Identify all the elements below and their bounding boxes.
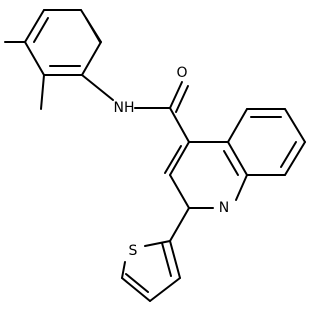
bond xyxy=(227,141,248,176)
thiophene-sulfur-label: S xyxy=(129,243,138,259)
quinoline-ring xyxy=(164,108,306,209)
bond xyxy=(85,17,101,43)
methyl-bond xyxy=(40,74,45,110)
bond xyxy=(81,74,114,101)
bond xyxy=(235,174,248,201)
bond xyxy=(121,261,126,279)
bond xyxy=(121,277,151,302)
thiophene-ring xyxy=(121,207,190,302)
bond xyxy=(284,108,306,143)
bond xyxy=(24,41,45,76)
structure-drawing: NH O N S xyxy=(4,9,306,302)
bond xyxy=(169,107,190,143)
bond xyxy=(280,141,297,168)
bond xyxy=(169,81,183,109)
bond xyxy=(169,240,181,279)
atom-labels: NH O N S xyxy=(114,65,230,259)
bond xyxy=(33,17,49,43)
bond xyxy=(169,174,190,209)
bond xyxy=(161,242,172,277)
bond xyxy=(169,207,190,242)
bond xyxy=(149,277,181,302)
bond xyxy=(169,141,190,176)
amide-nitrogen-label: NH xyxy=(114,100,135,116)
amide-linkage xyxy=(81,74,190,143)
carbonyl-oxygen-label: O xyxy=(176,65,187,81)
bond xyxy=(144,240,171,247)
bond xyxy=(223,150,239,176)
bond xyxy=(24,9,45,43)
bond xyxy=(175,85,189,113)
bond xyxy=(125,273,149,293)
bond xyxy=(227,108,248,143)
bond xyxy=(164,145,182,174)
chemical-structure: NH O N S xyxy=(4,9,306,302)
bond xyxy=(81,41,102,76)
quinoline-nitrogen-label: N xyxy=(219,200,229,216)
bond xyxy=(284,141,306,176)
dimethylphenyl-ring xyxy=(4,9,102,110)
